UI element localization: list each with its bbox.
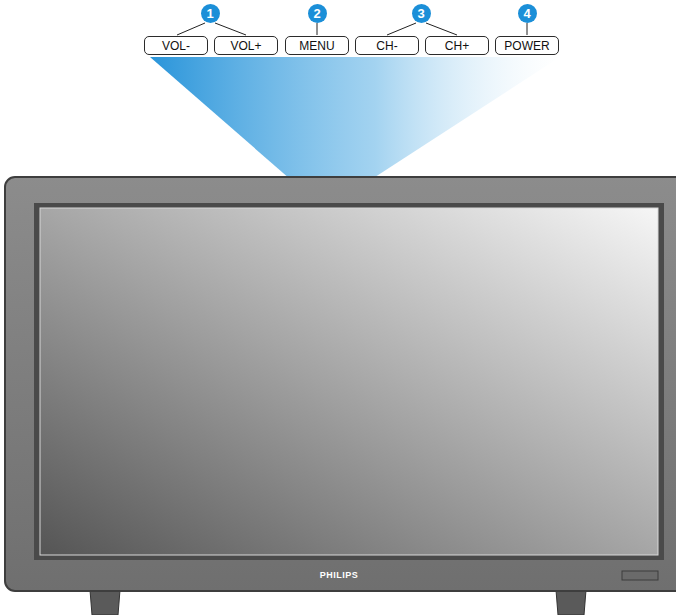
stand-right [556, 590, 586, 615]
leader-lines [177, 23, 527, 35]
screen-frame [34, 203, 664, 560]
button-box: VOL+ [214, 36, 278, 55]
callout-number: 1 [201, 4, 220, 23]
button-box: POWER [495, 36, 559, 55]
button-label: VOL- [162, 39, 190, 53]
callout-number: 4 [518, 4, 537, 23]
button-box: VOL- [144, 36, 208, 55]
callout-number: 3 [412, 4, 431, 23]
stand-left [90, 590, 120, 615]
screen [40, 208, 658, 555]
button-label: POWER [504, 39, 549, 53]
button-box: CH+ [425, 36, 489, 55]
brand-logo: PHILIPS [320, 570, 359, 580]
button-box: CH- [355, 36, 419, 55]
callout-number: 2 [308, 4, 327, 23]
button-label: CH+ [445, 39, 469, 53]
button-label: CH- [376, 39, 397, 53]
monitor-bezel [5, 177, 676, 591]
button-label: MENU [299, 39, 334, 53]
button-box: MENU [285, 36, 349, 55]
sensor-window [622, 571, 658, 580]
highlight-beam [150, 57, 560, 179]
button-label: VOL+ [230, 39, 261, 53]
